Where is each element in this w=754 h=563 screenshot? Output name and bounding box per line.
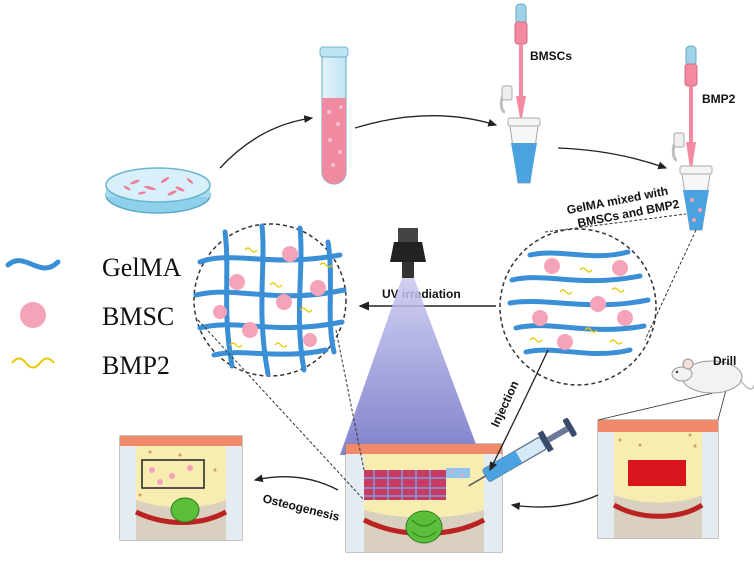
zoom-leader-left-2: [197, 319, 365, 501]
arrow-osteogenesis: [253, 474, 339, 491]
legend-bmsc-label: BMSC: [102, 302, 174, 331]
drill-leader-right: [717, 389, 727, 421]
pipette-bmp2-icon: [684, 45, 698, 168]
arrow-injection: [489, 349, 549, 472]
uv-lamp-icon: [390, 228, 426, 278]
joint-defect-panel: [597, 419, 719, 539]
arrow-microtube-to-microtube: [557, 147, 668, 170]
zoom-leader-left-1: [335, 329, 365, 471]
arrow-tube-to-microtube: [354, 115, 498, 129]
injected-gel: [446, 468, 470, 478]
microtube-1-icon: [499, 85, 541, 184]
bmscs-label: BMSCs: [530, 49, 572, 63]
legend-gelma-swatch: [5, 258, 61, 271]
legend-bmp2-label: BMP2: [102, 351, 170, 380]
crosslinked-network-zoom: [193, 223, 347, 377]
osteogenesis-label: Osteogenesis: [261, 491, 341, 524]
legend-gelma-label: GelMA: [102, 253, 182, 282]
arrow-drill-to-treatment: [510, 494, 599, 510]
arrow-dish-to-tube: [219, 115, 314, 169]
joint-treatment-panel: [345, 443, 503, 553]
petri-dish-icon: [105, 167, 211, 214]
joint-regenerated-panel: [119, 435, 243, 541]
crosslinked-hydrogel-in-defect: [364, 470, 446, 500]
test-tube-icon: [319, 46, 349, 185]
uv-light-beam: [340, 278, 480, 455]
bmp2-label: BMP2: [702, 92, 736, 106]
zoom-leader-right: [644, 229, 697, 341]
pipette-bmscs-icon: [514, 3, 528, 118]
microtube-2-icon: [671, 132, 713, 231]
mixed-label-group: GelMA mixed with BMSCs and BMP2: [566, 184, 681, 231]
drill-label: Drill: [713, 354, 736, 368]
syringe-icon: [468, 417, 577, 487]
injection-label: Injection: [488, 379, 522, 430]
legend: GelMA BMSC BMP2: [5, 253, 182, 380]
mixed-solution-zoom: [499, 228, 657, 386]
legend-bmp2-swatch: [11, 357, 55, 369]
mixed-leader-line: [544, 213, 687, 233]
drill-leader-left: [597, 389, 727, 421]
legend-bmsc-swatch: [20, 302, 46, 328]
rat-icon: [671, 358, 754, 394]
meniscus-green-icon: [405, 510, 443, 544]
